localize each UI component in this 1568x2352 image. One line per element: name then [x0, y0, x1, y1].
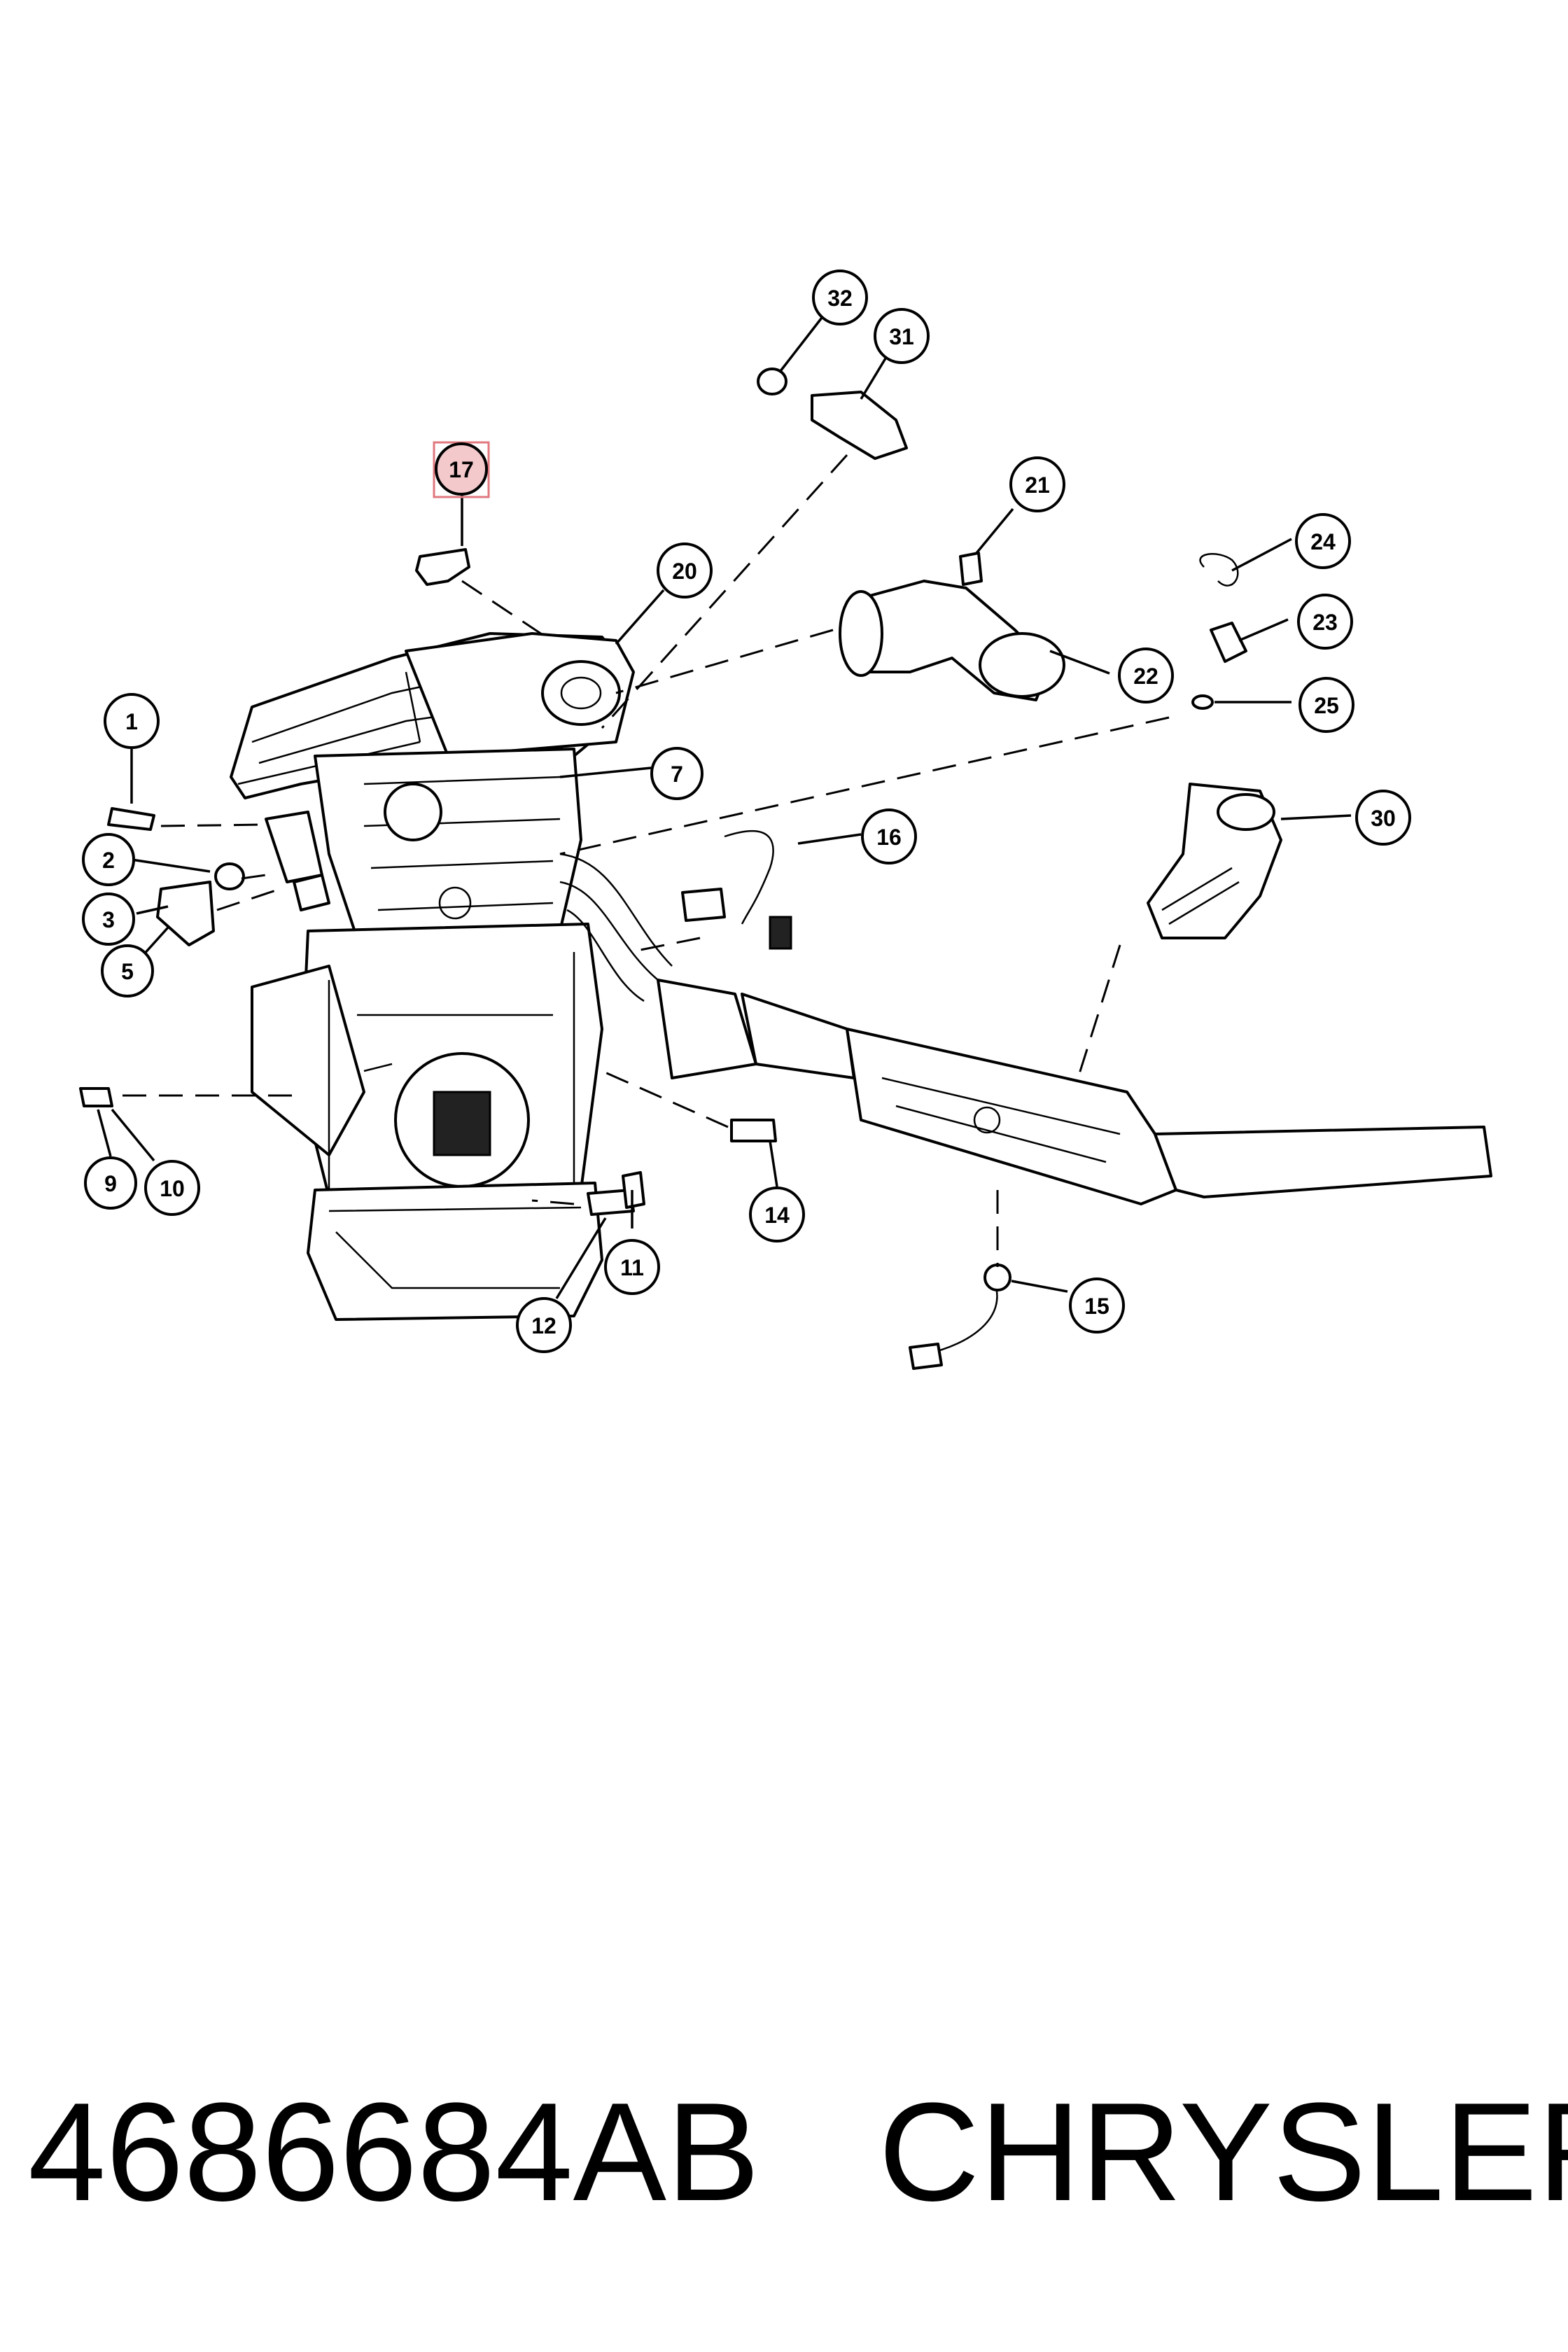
callout-23: 23: [1297, 594, 1353, 650]
svg-text:9: 9: [104, 1171, 117, 1196]
svg-text:32: 32: [827, 286, 853, 311]
svg-text:22: 22: [1133, 664, 1158, 689]
callout-15: 15: [1069, 1278, 1125, 1334]
part-17-sensor: [415, 548, 470, 586]
callout-30: 30: [1355, 790, 1411, 846]
callout-2: 2: [82, 833, 135, 886]
part-24-clip: [1199, 553, 1239, 587]
callout-12: 12: [516, 1297, 572, 1353]
svg-text:31: 31: [889, 324, 914, 349]
callout-32: 32: [812, 270, 868, 326]
callout-1: 1: [104, 693, 160, 749]
svg-text:14: 14: [764, 1203, 790, 1228]
dashed-leaders: [122, 454, 1170, 1267]
callout-leaders: [97, 314, 1352, 1299]
part-2-nut: [214, 862, 245, 890]
part-31-sensor: [811, 391, 908, 460]
svg-text:25: 25: [1314, 693, 1339, 718]
svg-text:12: 12: [531, 1313, 556, 1338]
svg-text:5: 5: [121, 959, 134, 984]
callout-20: 20: [657, 542, 713, 598]
part-25-o-ring: [1191, 694, 1214, 710]
callout-9: 9: [84, 1156, 137, 1210]
svg-text:17: 17: [449, 457, 474, 482]
svg-text:23: 23: [1312, 610, 1338, 635]
svg-text:21: 21: [1025, 472, 1050, 498]
svg-text:1: 1: [125, 709, 138, 734]
parts-diagram: 1 2 3 5 7 9 10 11 12 14 15 16 17 20 21 2…: [79, 270, 1492, 1370]
part-32-o-ring: [757, 368, 788, 396]
callout-17: 17: [433, 441, 490, 498]
callout-3: 3: [82, 892, 135, 946]
part-9-sensor: [79, 1087, 113, 1107]
callout-22: 22: [1118, 648, 1174, 704]
part-14-sensor: [730, 1119, 777, 1142]
callout-10: 10: [144, 1160, 200, 1216]
callout-31: 31: [874, 308, 930, 364]
callout-24: 24: [1295, 513, 1351, 569]
footer: 4686684AB CHRYSLER: [0, 2072, 1568, 2233]
callout-7: 7: [650, 747, 704, 800]
callout-21: 21: [1009, 456, 1065, 512]
part-3-bracket: [156, 881, 215, 946]
brand-name: CHRYSLER: [878, 2074, 1568, 2230]
svg-text:20: 20: [672, 559, 697, 584]
part-1-sensor: [107, 807, 155, 831]
svg-text:11: 11: [620, 1255, 644, 1280]
exhaust-illustration: [559, 853, 1492, 1205]
svg-text:3: 3: [102, 907, 115, 932]
svg-text:15: 15: [1084, 1294, 1110, 1319]
svg-text:7: 7: [671, 762, 683, 787]
part-12-sensor: [587, 1189, 635, 1216]
callout-16: 16: [861, 808, 917, 864]
part-15-sensor: [983, 1264, 1011, 1292]
svg-text:10: 10: [160, 1176, 185, 1201]
part-16-connector: [681, 888, 726, 922]
callouts: 1 2 3 5 7 9 10 11 12 14 15 16 17 20 21 2…: [82, 270, 1411, 1353]
component-parts: [79, 368, 1282, 1370]
engine-assembly-illustration: [230, 632, 635, 1321]
part-21-fitting: [959, 552, 983, 586]
part-11-clip: [622, 1171, 645, 1209]
callout-25: 25: [1298, 677, 1354, 733]
callout-11: 11: [604, 1239, 660, 1295]
part-number: 4686684AB: [28, 2074, 760, 2230]
svg-text:24: 24: [1310, 529, 1336, 554]
svg-text:2: 2: [102, 848, 115, 873]
callout-5: 5: [101, 944, 154, 997]
part-23-valve: [1210, 622, 1247, 663]
svg-text:30: 30: [1371, 806, 1396, 831]
callout-14: 14: [749, 1186, 805, 1242]
svg-text:16: 16: [876, 825, 902, 850]
